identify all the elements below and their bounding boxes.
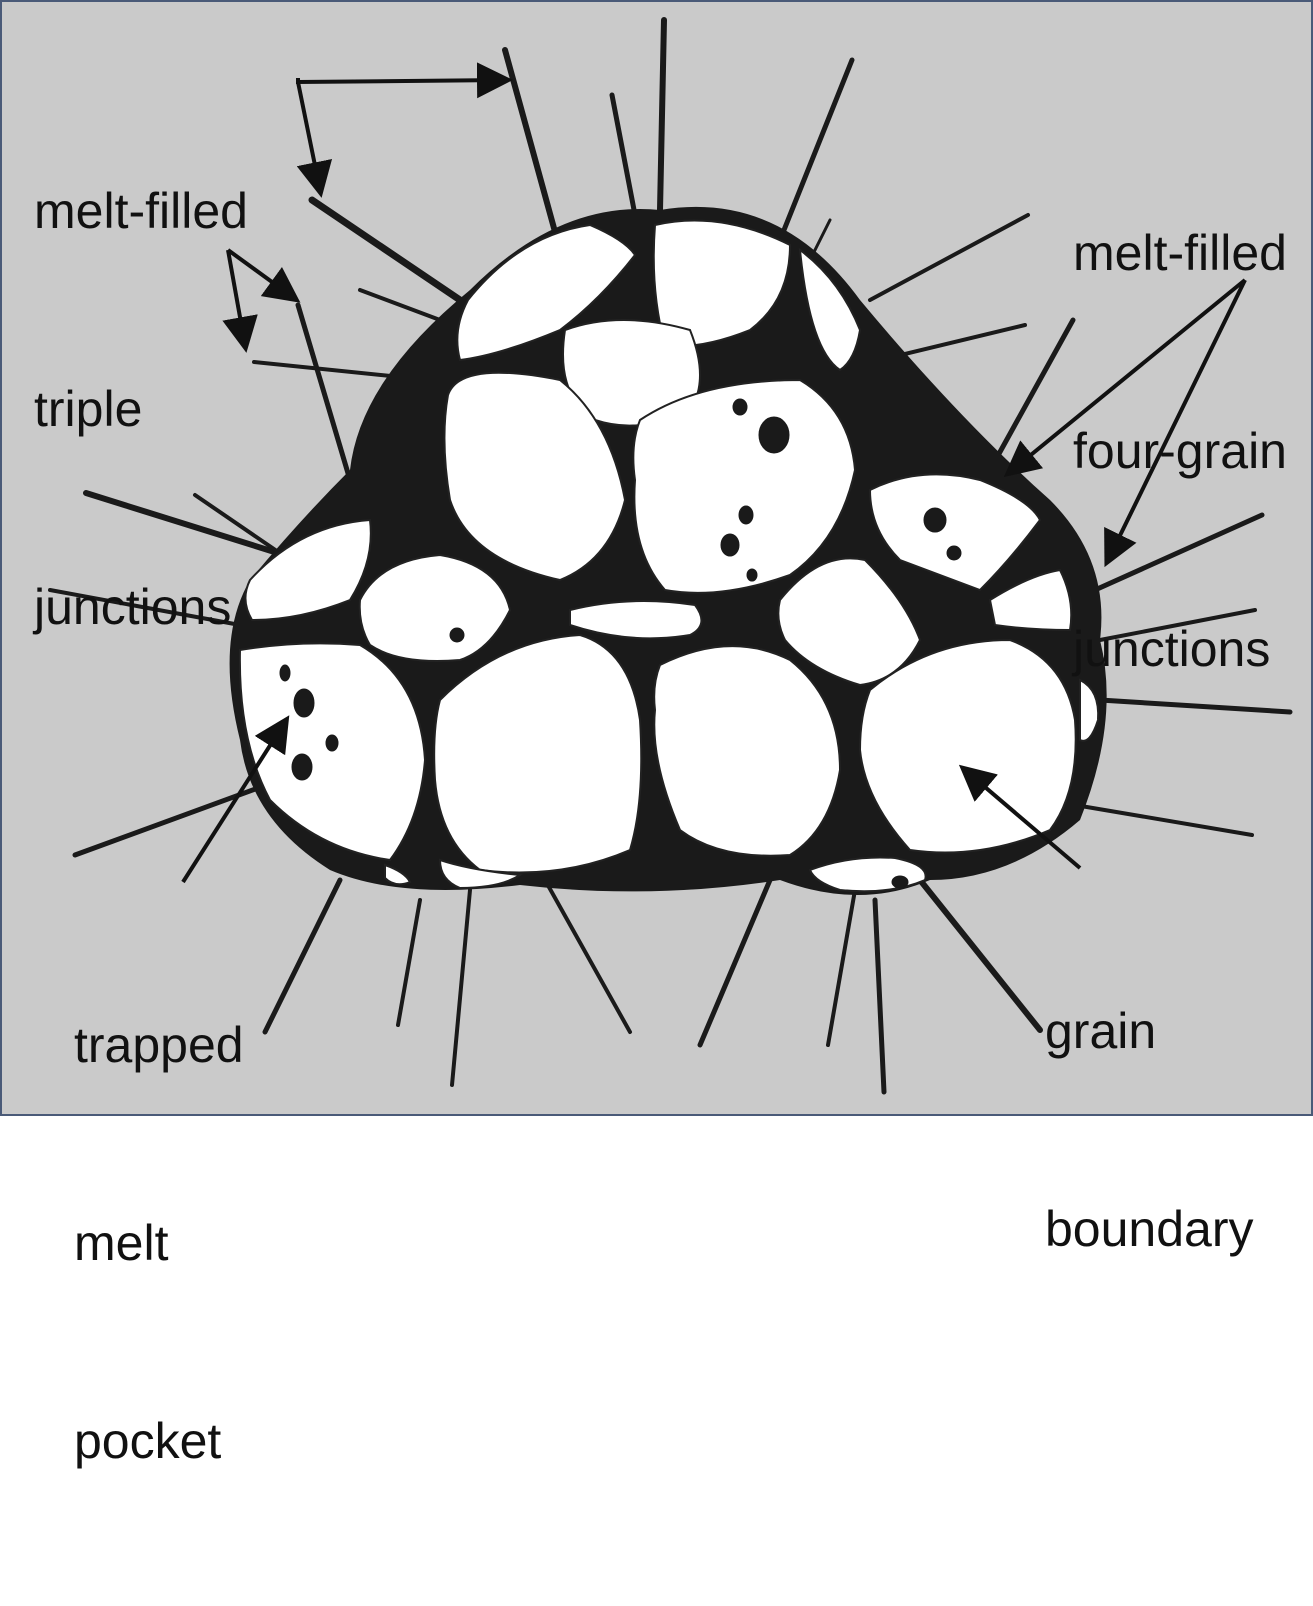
melt-channel [990, 320, 1073, 470]
melt-channel [265, 880, 340, 1032]
melt-pocket [892, 876, 908, 888]
label-line: grain [1045, 998, 1254, 1064]
melt-pocket [947, 546, 961, 560]
label-line: triple [34, 376, 248, 442]
label-line: junctions [1073, 616, 1287, 682]
melt-channel [828, 890, 855, 1045]
melt-pocket [733, 399, 747, 415]
grains [240, 221, 1098, 892]
melt-pocket [759, 417, 789, 453]
melt-channel [452, 890, 470, 1085]
label-line: trapped [74, 1012, 244, 1078]
melt-channel [875, 900, 884, 1092]
melt-channel [700, 880, 770, 1045]
melt-pocket [747, 569, 757, 581]
melt-channel [780, 60, 852, 240]
melt-channel [920, 880, 1040, 1030]
arrow-triple-junction-top [298, 78, 505, 82]
label-line: four-grain [1073, 418, 1287, 484]
melt-channel [75, 780, 280, 855]
melt-pocket [294, 689, 314, 717]
melt-channel [360, 290, 440, 320]
melt-pocket [721, 534, 739, 556]
label-triple-junctions: melt-filled triple junctions [34, 46, 248, 772]
melt-pocket [326, 735, 338, 751]
melt-channel [505, 50, 560, 250]
melt-channel [545, 880, 630, 1032]
melt-channel [612, 95, 635, 215]
melt-pocket [292, 754, 312, 780]
label-four-grain-junctions: melt-filled four-grain junctions [1073, 88, 1287, 814]
melt-channel [312, 200, 460, 300]
label-line: melt-filled [34, 178, 248, 244]
melt-pocket [280, 665, 290, 681]
label-line: boundary [1045, 1196, 1254, 1262]
melt-pocket [450, 628, 464, 642]
melt-channel [398, 900, 420, 1025]
arrow-triple-junction-upper [298, 82, 320, 190]
melt-channel [660, 20, 664, 210]
label-line: melt [74, 1210, 244, 1276]
melt-channel [870, 215, 1028, 300]
label-line: junctions [34, 574, 248, 640]
label-line: pocket [74, 1408, 244, 1474]
label-grain-boundary: grain boundary [1045, 866, 1254, 1394]
melt-pocket [739, 506, 753, 524]
melt-channel [298, 305, 350, 480]
figure-stage: melt-filled triple junctions melt-filled… [0, 0, 1313, 1116]
label-line: melt-filled [1073, 220, 1287, 286]
label-trapped-melt-pocket: trapped melt pocket [74, 880, 244, 1606]
melt-pocket [924, 508, 946, 532]
